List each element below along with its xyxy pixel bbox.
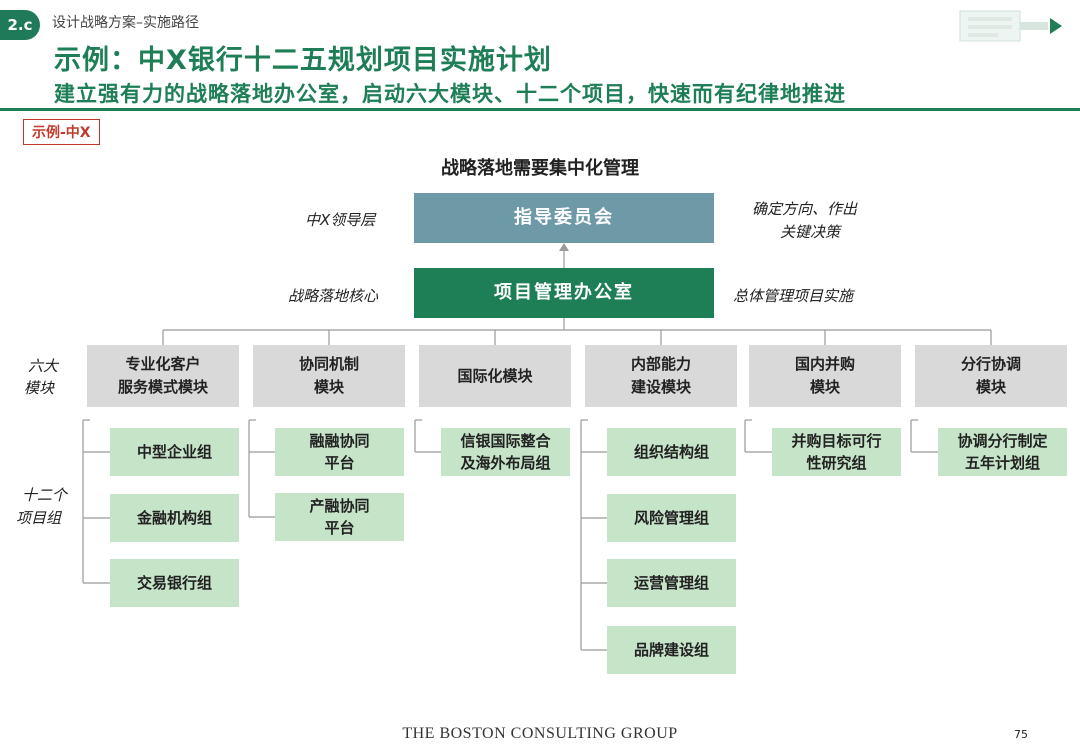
project-box: 风险管理组: [607, 494, 736, 542]
module-box: 国际化模块: [419, 345, 571, 407]
section-badge: 2.c: [0, 10, 40, 40]
example-tag: 示例-中X: [23, 119, 100, 145]
projects-label-line1: 十二个: [22, 486, 68, 504]
section-label: 设计战略方案–实施路径: [52, 15, 199, 31]
projects-label-line2: 项目组: [16, 509, 62, 527]
project-box: 交易银行组: [110, 559, 239, 607]
project-box: 融融协同平台: [275, 428, 404, 476]
slide-decoration-icon: [959, 10, 1062, 42]
project-box: 信银国际整合及海外布局组: [441, 428, 570, 476]
project-box: 协调分行制定五年计划组: [938, 428, 1067, 476]
modules-label-line1: 六大: [28, 357, 59, 375]
project-box: 组织结构组: [607, 428, 736, 476]
header-divider: [0, 108, 1080, 111]
diagram-heading: 战略落地需要集中化管理: [441, 158, 639, 179]
modules-label-line2: 模块: [24, 379, 55, 397]
steering-committee-box: 指导委员会: [414, 193, 714, 243]
project-box: 产融协同平台: [275, 493, 404, 541]
module-box: 国内并购模块: [749, 345, 901, 407]
pmo-box: 项目管理办公室: [414, 268, 714, 318]
leadership-label: 中X领导层: [305, 211, 376, 229]
project-box: 中型企业组: [110, 428, 239, 476]
pmo-note: 总体管理项目实施: [733, 287, 854, 305]
project-box: 并购目标可行性研究组: [772, 428, 901, 476]
module-box: 协同机制模块: [253, 345, 405, 407]
project-box: 品牌建设组: [607, 626, 736, 674]
page-title: 示例：中X银行十二五规划项目实施计划: [54, 45, 552, 76]
steering-note-line2: 关键决策: [780, 223, 841, 241]
page-number: 75: [1014, 728, 1028, 741]
core-label: 战略落地核心: [288, 287, 379, 305]
project-box: 运营管理组: [607, 559, 736, 607]
module-box: 分行协调模块: [915, 345, 1067, 407]
module-box: 内部能力建设模块: [585, 345, 737, 407]
module-box: 专业化客户服务模式模块: [87, 345, 239, 407]
arrow-head-icon: [559, 243, 569, 251]
steering-note-line1: 确定方向、作出: [752, 200, 858, 218]
project-box: 金融机构组: [110, 494, 239, 542]
page-subtitle: 建立强有力的战略落地办公室，启动六大模块、十二个项目，快速而有纪律地推进: [54, 82, 846, 106]
bcg-logo: THE BOSTON CONSULTING GROUP: [402, 725, 678, 742]
